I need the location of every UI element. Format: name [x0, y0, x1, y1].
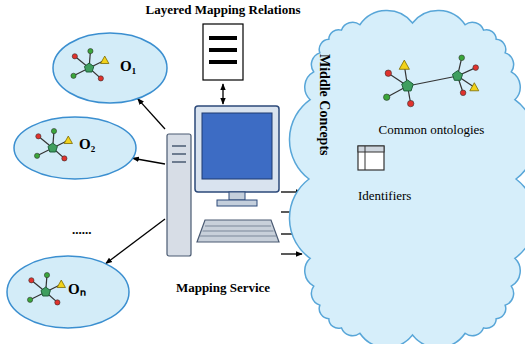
node-shape [165, 104, 281, 304]
node-text: Oₙ [68, 281, 86, 298]
common-ontologies-node: Common ontologies [344, 50, 519, 146]
graph-dot [473, 65, 479, 71]
node-text: Middle Concepts [316, 54, 332, 156]
graph-dot [51, 129, 56, 134]
graph-dot [98, 76, 103, 81]
monitor-screen [202, 113, 272, 179]
graph-dot [385, 70, 391, 76]
graph-dot [55, 300, 60, 305]
table-column-line [365, 146, 366, 170]
ontology-ellipse-node: O₁ [52, 32, 168, 104]
ontology-graph [34, 129, 72, 162]
graph-pentagon [402, 80, 414, 91]
identifiers-node: Identifiers [350, 144, 460, 214]
graph-pentagon [84, 63, 93, 72]
graph-dot [44, 273, 49, 278]
graph-triangle [57, 280, 65, 287]
document-line [209, 48, 237, 52]
node-text: Common ontologies [379, 123, 485, 138]
graph-dot [460, 90, 466, 96]
ontology-graph [27, 273, 65, 306]
graph-dot [29, 278, 34, 283]
keyboard-row [200, 236, 276, 237]
keyboard-row [205, 226, 271, 227]
ontology-ellipse [7, 256, 129, 328]
graph-dot [459, 55, 465, 61]
ontology-ellipse-node: O₂ [13, 116, 137, 180]
arrow-connector [138, 99, 165, 129]
graph-dot [36, 134, 41, 139]
graph-dot [71, 73, 76, 78]
arrow-connector [281, 253, 302, 254]
node-text: O₂ [79, 136, 95, 153]
graph-triangle [470, 83, 479, 91]
monitor-base [217, 200, 257, 206]
graph-pentagon [48, 143, 57, 152]
common-ontology-graph [384, 55, 479, 107]
tower-slot [172, 161, 186, 163]
table-header [358, 146, 384, 152]
arrow-connector [222, 84, 223, 104]
graph-triangle [399, 60, 409, 69]
ontology-ellipse [53, 33, 167, 103]
graph-link [408, 76, 458, 86]
ellipsis-label: ...... [72, 222, 92, 238]
mapping-service-computer: Mapping Service [165, 104, 281, 304]
keyboard-row [203, 231, 274, 232]
document-line [209, 36, 237, 40]
monitor-neck [229, 192, 245, 200]
document-icon [203, 24, 243, 80]
node-text: Mapping Service [176, 281, 270, 296]
arrow-connector [133, 158, 165, 164]
identifier-table-icon [358, 146, 384, 170]
graph-dot [384, 94, 390, 100]
node-text: O₁ [120, 58, 136, 75]
tower-slot [172, 153, 186, 155]
keyboard [197, 220, 279, 242]
graph-dot [62, 156, 67, 161]
node-text: Layered Mapping Relations [145, 3, 300, 18]
monitor-frame [195, 106, 279, 192]
graph-pentagon [41, 287, 50, 296]
computer-tower [167, 134, 191, 256]
cloud-outline [289, 11, 525, 344]
graph-dot [88, 49, 93, 54]
graph-dot [34, 153, 39, 158]
node-text: Identifiers [358, 189, 411, 204]
arrow-connector [106, 219, 165, 264]
graph-pentagon [452, 71, 462, 81]
middle-concepts-cloud: Common ontologiesIdentifiers Middle Conce… [300, 14, 525, 344]
graph-dot [408, 100, 414, 106]
computer-icon [167, 106, 279, 256]
document-line [209, 60, 237, 64]
graph-triangle [64, 136, 72, 143]
graph-dot [27, 297, 32, 302]
node-shape [350, 144, 460, 214]
node-shape [13, 116, 137, 180]
graph-dot [72, 54, 77, 59]
graph-triangle [101, 56, 109, 63]
tower-slot [172, 145, 186, 147]
table-frame [358, 146, 384, 170]
node-shape [300, 14, 525, 344]
ontology-ellipse-node: Oₙ [6, 255, 130, 329]
ontology-ellipse [14, 117, 136, 179]
node-shape [52, 32, 168, 104]
ontology-graph [71, 49, 109, 82]
